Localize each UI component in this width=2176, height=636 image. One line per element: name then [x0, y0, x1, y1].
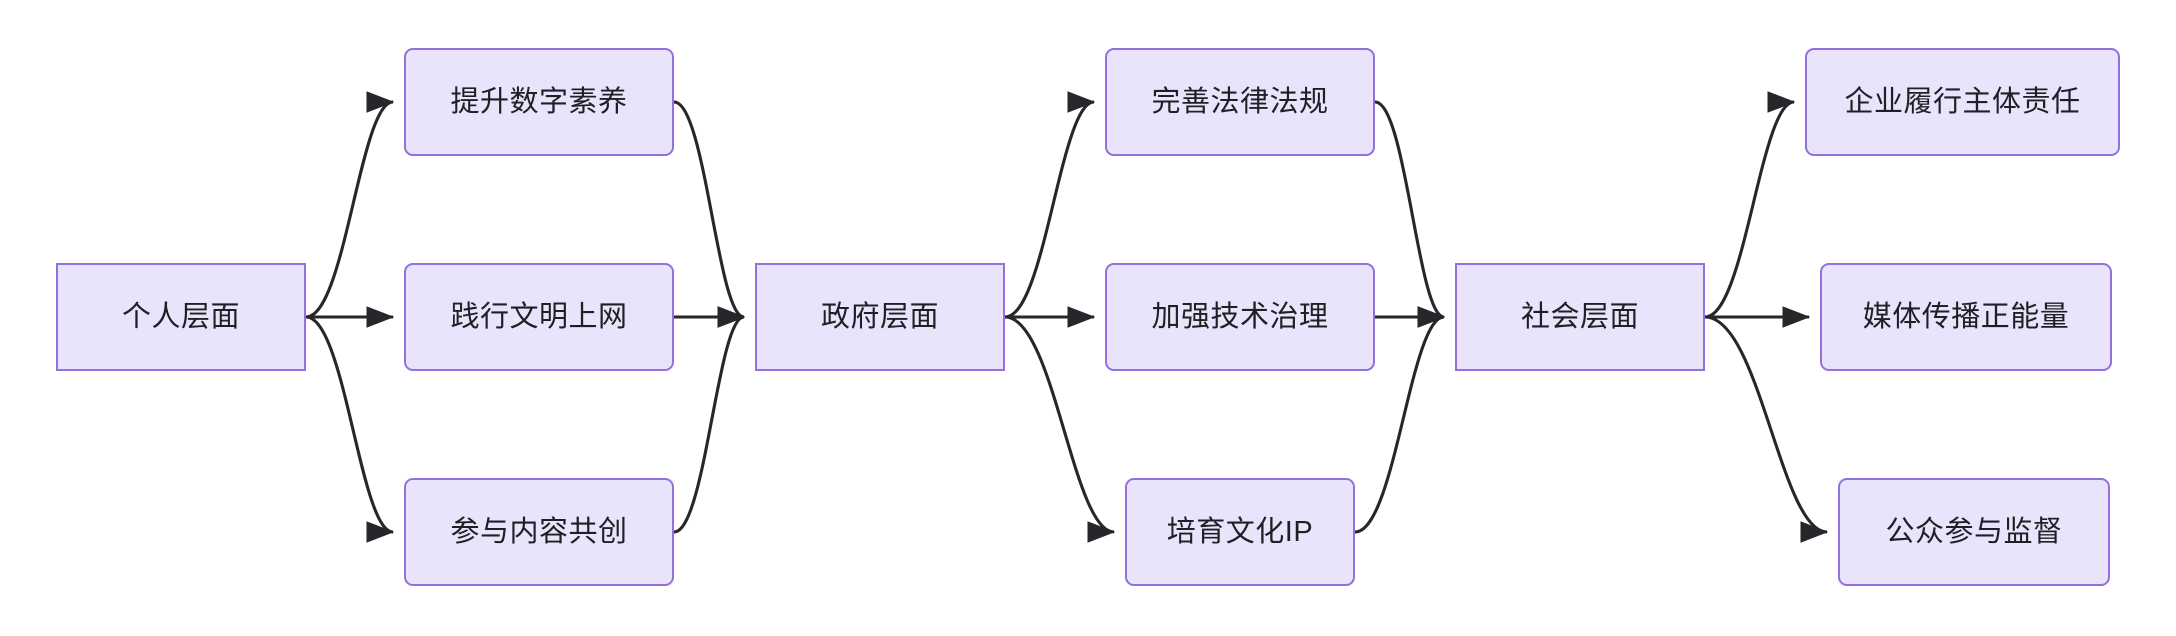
- node-enterprise[interactable]: 企业履行主体责任: [1805, 48, 2120, 156]
- node-cocreate[interactable]: 参与内容共创: [404, 478, 674, 586]
- node-government[interactable]: 政府层面: [755, 263, 1005, 371]
- edge-culture-to-society: [1354, 306, 1446, 534]
- edge-literacy-to-government: [673, 100, 746, 328]
- node-label: 公众参与监督: [1885, 515, 2063, 548]
- edges-group: [305, 91, 1829, 543]
- node-label: 社会层面: [1520, 300, 1639, 333]
- edge-society-to-enterprise: [1704, 91, 1796, 319]
- node-label: 个人层面: [121, 300, 240, 333]
- node-civil[interactable]: 践行文明上网: [404, 263, 674, 371]
- edge-cocreate-to-government: [673, 306, 746, 534]
- node-public[interactable]: 公众参与监督: [1838, 478, 2110, 586]
- edge-personal-to-literacy: [305, 91, 395, 319]
- edge-government-to-culture: [1004, 315, 1116, 543]
- node-literacy[interactable]: 提升数字素养: [404, 48, 674, 156]
- edge-society-to-public: [1704, 315, 1829, 543]
- node-label: 培育文化IP: [1166, 515, 1314, 548]
- edge-law-to-society: [1374, 100, 1446, 328]
- node-label: 参与内容共创: [450, 515, 628, 548]
- node-label: 完善法律法规: [1151, 85, 1329, 118]
- node-label: 提升数字素养: [450, 85, 628, 118]
- node-law[interactable]: 完善法律法规: [1105, 48, 1375, 156]
- node-label: 加强技术治理: [1151, 300, 1329, 333]
- node-culture[interactable]: 培育文化IP: [1125, 478, 1355, 586]
- node-personal[interactable]: 个人层面: [56, 263, 306, 371]
- node-media[interactable]: 媒体传播正能量: [1820, 263, 2112, 371]
- node-label: 媒体传播正能量: [1862, 300, 2070, 333]
- node-society[interactable]: 社会层面: [1455, 263, 1705, 371]
- node-label: 政府层面: [820, 300, 939, 333]
- edge-personal-to-cocreate: [305, 315, 395, 543]
- node-tech[interactable]: 加强技术治理: [1105, 263, 1375, 371]
- edge-government-to-law: [1004, 91, 1096, 319]
- node-label: 践行文明上网: [450, 300, 628, 333]
- node-label: 企业履行主体责任: [1844, 85, 2081, 118]
